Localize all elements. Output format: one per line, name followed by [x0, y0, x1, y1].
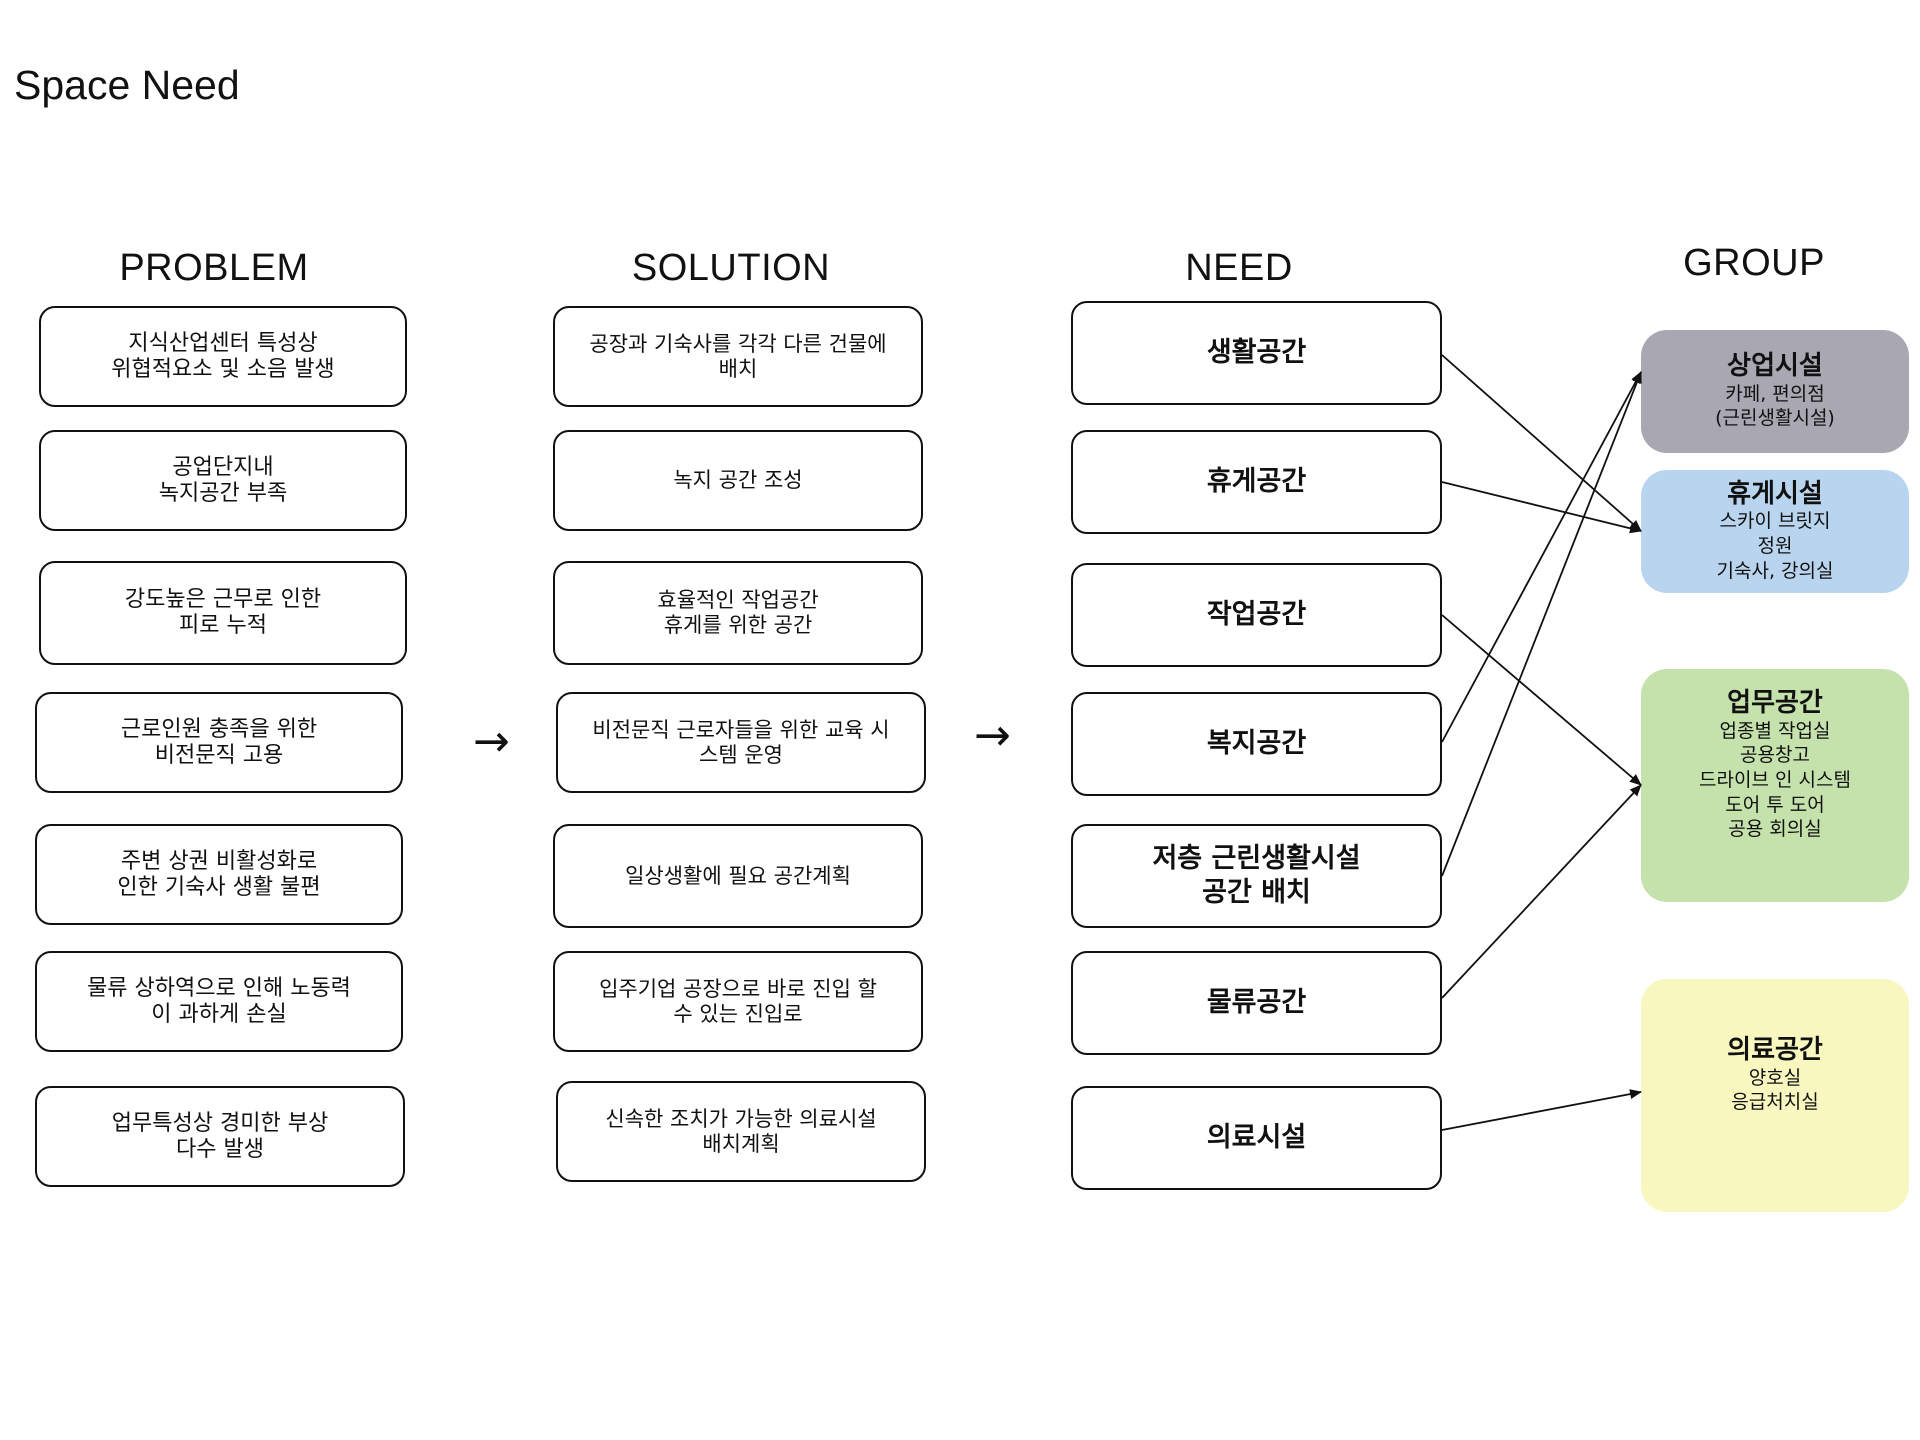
group-item: 드라이브 인 시스템: [1699, 769, 1851, 792]
solution-text: 녹지 공간 조성: [673, 468, 803, 493]
problem-box: 주변 상권 비활성화로 인한 기숙사 생활 불편: [35, 824, 403, 925]
need-text: 의료시설: [1206, 1122, 1307, 1154]
problem-box: 물류 상하역으로 인해 노동력 이 과하게 손실: [35, 951, 403, 1052]
need-box: 복지공간: [1071, 692, 1442, 796]
solution-box: 녹지 공간 조성: [553, 430, 923, 531]
group-item: 카페, 편의점: [1725, 382, 1825, 405]
solution-box: 비전문직 근로자들을 위한 교육 시 스템 운영: [556, 692, 926, 793]
need-box: 작업공간: [1071, 563, 1442, 667]
group-title: 의료공간: [1727, 1034, 1823, 1065]
problem-header: PROBLEM: [119, 247, 309, 289]
group-title: 업무공간: [1727, 687, 1823, 718]
problem-box: 근로인원 충족을 위한 비전문직 고용: [35, 692, 403, 793]
need-box: 의료시설: [1071, 1086, 1442, 1190]
connector-welfare-to-commercial: [1441, 371, 1642, 743]
group-item: 업종별 작업실: [1719, 719, 1831, 742]
problem-text: 업무특성상 경미한 부상 다수 발생: [111, 1110, 329, 1162]
problem-box: 업무특성상 경미한 부상 다수 발생: [35, 1086, 405, 1187]
problem-text: 지식산업센터 특성상 위협적요소 및 소음 발생: [111, 330, 335, 382]
group-item: 공용창고: [1740, 744, 1810, 767]
group-item: 양호실: [1748, 1066, 1802, 1089]
problem-text: 강도높은 근무로 인한 피로 누적: [124, 587, 322, 638]
problem-text: 물류 상하역으로 인해 노동력 이 과하게 손실: [87, 975, 351, 1027]
need-text: 복지공간: [1206, 728, 1307, 760]
solution-text: 입주기업 공장으로 바로 진입 할 수 있는 진입로: [599, 976, 877, 1026]
need-text: 휴게공간: [1206, 466, 1307, 498]
problem-box: 강도높은 근무로 인한 피로 누적: [39, 561, 407, 665]
need-box: 생활공간: [1071, 301, 1442, 405]
solution-text: 일상생활에 필요 공간계획: [625, 863, 851, 888]
solution-box: 입주기업 공장으로 바로 진입 할 수 있는 진입로: [553, 951, 923, 1052]
need-text: 생활공간: [1206, 337, 1307, 369]
problem-text: 근로인원 충족을 위한 비전문직 고용: [120, 716, 318, 768]
solution-text: 비전문직 근로자들을 위한 교육 시 스템 운영: [592, 717, 890, 767]
need-box: 저층 근린생활시설 공간 배치: [1071, 824, 1442, 928]
group-item: (근린생활시설): [1715, 407, 1835, 430]
connector-logistics-to-work: [1441, 784, 1642, 999]
group-work: 업무공간 업종별 작업실 공용창고 드라이브 인 시스템 도어 투 도어 공용 …: [1641, 669, 1909, 902]
flow-arrow-icon: →: [974, 710, 1011, 761]
connector-retail-to-commercial: [1441, 371, 1642, 877]
problem-text: 공업단지내 녹지공간 부족: [158, 454, 288, 506]
solution-box: 공장과 기숙사를 각각 다른 건물에 배치: [553, 306, 923, 407]
connector-work-to-work: [1441, 614, 1642, 786]
solution-box: 신속한 조치가 가능한 의료시설 배치계획: [556, 1081, 926, 1182]
group-title: 상업시설: [1727, 350, 1823, 381]
solution-box: 일상생활에 필요 공간계획: [553, 824, 923, 928]
group-item: 도어 투 도어: [1725, 793, 1825, 816]
group-medical: 의료공간 양호실 응급처치실: [1641, 979, 1909, 1212]
connector-rest-to-rest: [1441, 481, 1642, 534]
solution-box: 효율적인 작업공간 휴게를 위한 공간: [553, 561, 923, 665]
flow-arrow-icon: →: [473, 716, 510, 767]
group-title: 휴게시설: [1727, 478, 1823, 509]
group-header: GROUP: [1683, 242, 1825, 284]
group-item: 정원: [1757, 535, 1793, 558]
connector-medical-to-medical: [1441, 1089, 1642, 1131]
group-rest: 휴게시설 스카이 브릿지 정원 기숙사, 강의실: [1641, 470, 1909, 593]
group-commercial: 상업시설 카페, 편의점 (근린생활시설): [1641, 330, 1909, 453]
group-item: 기숙사, 강의실: [1716, 559, 1834, 582]
group-item: 스카이 브릿지: [1719, 510, 1831, 533]
problem-box: 공업단지내 녹지공간 부족: [39, 430, 407, 531]
problem-text: 주변 상권 비활성화로 인한 기숙사 생활 불편: [117, 848, 321, 900]
group-item: 공용 회의실: [1728, 818, 1822, 841]
need-text: 물류공간: [1206, 987, 1307, 1019]
solution-text: 공장과 기숙사를 각각 다른 건물에 배치: [589, 331, 887, 381]
need-box: 휴게공간: [1071, 430, 1442, 534]
need-box: 물류공간: [1071, 951, 1442, 1055]
solution-text: 신속한 조치가 가능한 의료시설 배치계획: [605, 1106, 877, 1156]
connector-living-to-rest: [1441, 354, 1642, 532]
need-text: 작업공간: [1206, 599, 1307, 631]
solution-text: 효율적인 작업공간 휴게를 위한 공간: [657, 588, 819, 637]
need-header: NEED: [1185, 247, 1293, 289]
solution-header: SOLUTION: [631, 247, 831, 289]
page-title: Space Need: [14, 62, 240, 108]
problem-box: 지식산업센터 특성상 위협적요소 및 소음 발생: [39, 306, 407, 407]
group-item: 응급처치실: [1731, 1091, 1819, 1114]
need-text: 저층 근린생활시설 공간 배치: [1152, 843, 1361, 908]
